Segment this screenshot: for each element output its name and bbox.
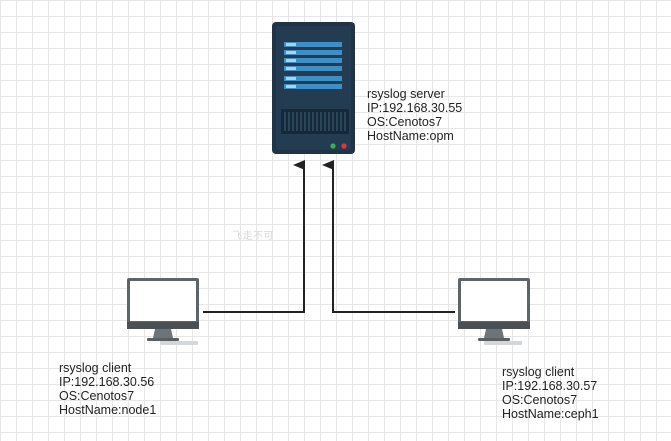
- client-right-hostname: HostName:ceph1: [502, 407, 599, 421]
- connector-right: [322, 160, 455, 313]
- monitor-right-icon: [458, 278, 530, 345]
- server-label: rsyslog server IP:192.168.30.55 OS:Cenot…: [367, 87, 462, 143]
- client-right-ip: IP:192.168.30.57: [502, 379, 598, 393]
- client-left-os: OS:Cenotos7: [59, 389, 135, 403]
- client-right-os: OS:Cenotos7: [502, 393, 578, 407]
- connector-left: [203, 160, 305, 313]
- server-ip: IP:192.168.30.55: [367, 101, 463, 115]
- server-role: rsyslog server: [367, 87, 445, 101]
- server-vents: [281, 109, 349, 134]
- client-right-role: rsyslog client: [502, 365, 575, 379]
- server-hostname: HostName:opm: [367, 129, 454, 143]
- status-led-green: [330, 143, 336, 149]
- client-right-label: rsyslog client IP:192.168.30.57 OS:Cenot…: [502, 365, 599, 421]
- client-left-hostname: HostName:node1: [59, 403, 157, 417]
- server-slots: [284, 42, 342, 89]
- server-os: OS:Cenotos7: [367, 115, 443, 129]
- server-icon: [272, 22, 355, 154]
- client-left-role: rsyslog client: [59, 361, 132, 375]
- client-left-ip: IP:192.168.30.56: [59, 375, 155, 389]
- status-led-red: [341, 143, 347, 149]
- monitor-left-icon: [127, 278, 199, 345]
- client-left-label: rsyslog client IP:192.168.30.56 OS:Cenot…: [59, 361, 156, 417]
- watermark: 飞走不可: [232, 231, 274, 242]
